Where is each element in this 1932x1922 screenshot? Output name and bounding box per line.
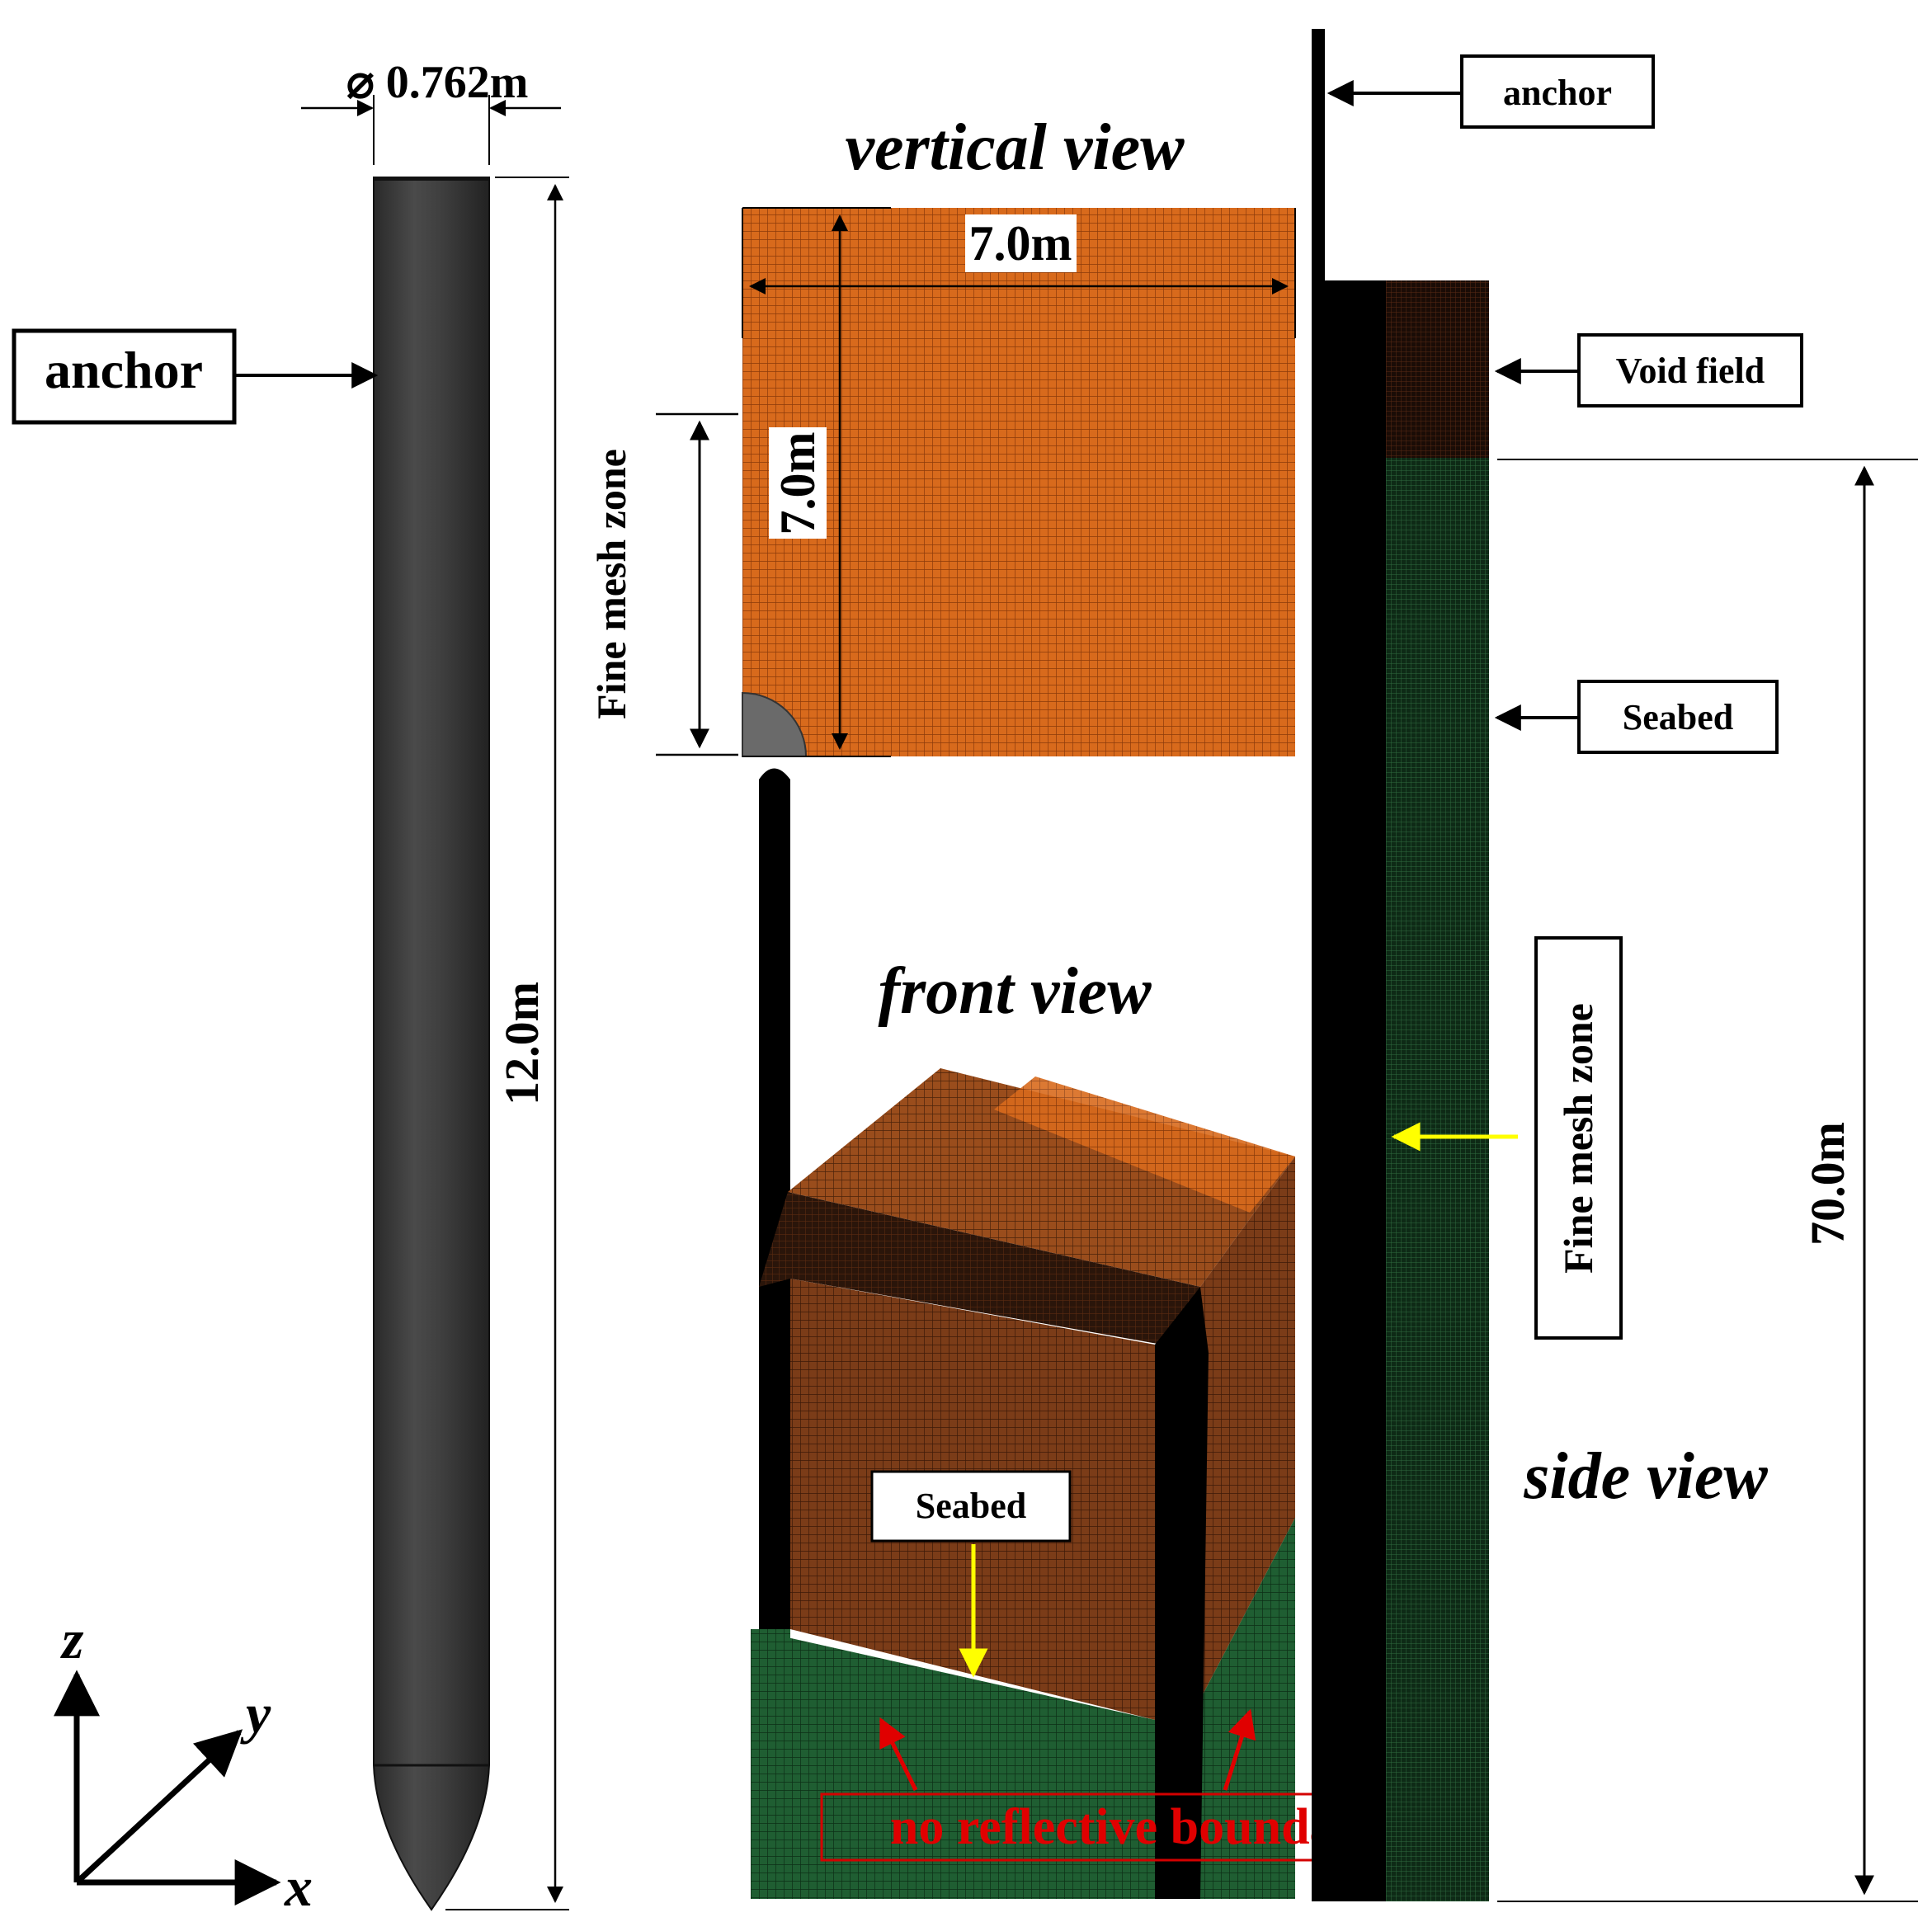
- vertical-height-label: 7.0m: [770, 432, 825, 535]
- seabed-side-label: Seabed: [1623, 697, 1733, 737]
- anchor-callout-left: anchor: [12, 328, 379, 425]
- coordinate-axes: z y x: [54, 1608, 313, 1918]
- diameter-dimension: ⌀ 0.762m: [301, 57, 561, 165]
- front-top-band: [759, 1192, 1209, 1353]
- seabed-front-label: Seabed: [916, 1486, 1026, 1526]
- vertical-width-label: 7.0m: [969, 216, 1072, 271]
- vertical-view-title: vertical view: [846, 111, 1185, 184]
- void-field-label: Void field: [1616, 351, 1765, 391]
- anchor-label-left: anchor: [45, 341, 203, 399]
- diameter-label: ⌀ 0.762m: [346, 57, 528, 108]
- front-anchor-strip: [1155, 1287, 1209, 1899]
- anchor-cross-section: [742, 691, 808, 757]
- axis-y-label: y: [240, 1682, 271, 1745]
- front-right-face-brown: [1200, 1156, 1295, 1699]
- side-anchor: [1312, 29, 1325, 285]
- front-view-title: front view: [878, 955, 1152, 1028]
- side-view: anchor Void field Seabed Fine mesh zone …: [1312, 29, 1918, 1902]
- front-top-face: [788, 1068, 1295, 1287]
- front-face-green: [751, 1629, 1155, 1899]
- front-right-face-green: [1200, 1518, 1295, 1899]
- side-black-column: [1312, 280, 1386, 1901]
- axis-z-label: z: [60, 1608, 84, 1670]
- side-view-title: side view: [1523, 1440, 1768, 1513]
- fine-mesh-vertical-label: Fine mesh zone: [588, 449, 634, 719]
- anchor-3d-view: ⌀ 0.762m 12.0m anchor z y x: [12, 57, 569, 1918]
- side-seabed-mesh: [1386, 458, 1489, 1901]
- side-void-field: [1386, 280, 1489, 458]
- side-length-label: 70.0m: [1801, 1122, 1854, 1246]
- no-reflective-label: no reflective boundary: [890, 1799, 1383, 1855]
- anchor-length-dimension: 12.0m: [445, 177, 569, 1910]
- anchor-body: [373, 177, 490, 1911]
- anchor-length-label: 12.0m: [495, 982, 549, 1105]
- anchor-label-side: anchor: [1503, 73, 1612, 113]
- fine-mesh-side-label: Fine mesh zone: [1555, 1003, 1601, 1274]
- front-view: front view Seabed no reflective boundary: [751, 768, 1458, 1899]
- axis-x-label: x: [284, 1855, 313, 1918]
- front-anchor: [759, 768, 790, 1629]
- vertical-view: vertical view 7.0m 7.0m Fine mesh zone: [588, 111, 1296, 757]
